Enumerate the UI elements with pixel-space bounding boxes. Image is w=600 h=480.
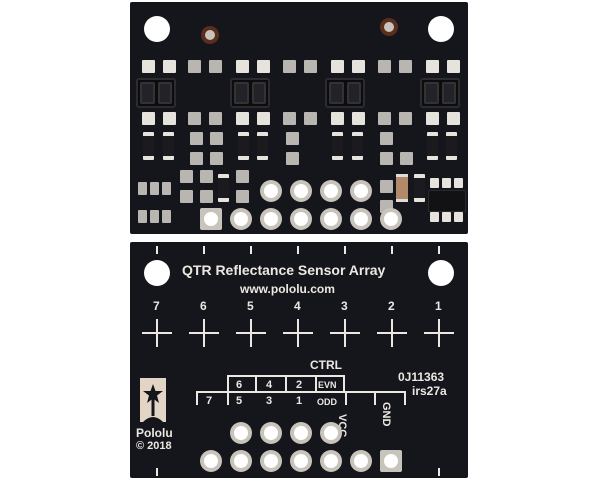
mounting-hole-left — [144, 260, 170, 286]
board-title: QTR Reflectance Sensor Array — [182, 262, 386, 278]
star-tree-icon — [143, 384, 163, 422]
pin-label-1: 1 — [296, 395, 303, 407]
pololu-logo — [140, 378, 166, 422]
via-left — [201, 26, 219, 44]
capacitor — [396, 174, 408, 202]
channel-5: 5 — [247, 299, 254, 313]
channel-6: 6 — [200, 299, 207, 313]
resistor — [238, 132, 249, 160]
resistor — [446, 132, 457, 160]
pin-label-5: 5 — [236, 395, 243, 407]
resistor — [218, 174, 229, 202]
resistor — [143, 132, 154, 160]
pin-label-evn: EVN — [318, 380, 337, 390]
pin-label-2: 2 — [296, 379, 303, 391]
resistor — [163, 132, 174, 160]
pin-label-6: 6 — [236, 379, 243, 391]
reflectance-sensor — [136, 78, 176, 108]
resistor — [414, 174, 425, 202]
resistor — [427, 132, 438, 160]
channel-2: 2 — [388, 299, 395, 313]
mounting-hole-left — [144, 16, 170, 42]
channel-1: 1 — [435, 299, 442, 313]
pin-label-odd: ODD — [317, 397, 337, 407]
resistor — [257, 132, 268, 160]
reflectance-sensor — [420, 78, 460, 108]
transistor-ic — [428, 190, 466, 212]
via-right — [380, 18, 398, 36]
board-url: www.pololu.com — [240, 282, 335, 296]
pin-label-gnd: GND — [380, 402, 392, 427]
copyright: © 2018 — [136, 440, 172, 452]
ctrl-label: CTRL — [310, 358, 342, 372]
pcb-top-view — [130, 2, 468, 234]
mounting-hole-right — [428, 260, 454, 286]
part-number: 0J11363 — [398, 370, 445, 384]
resistor — [352, 132, 363, 160]
pin-label-7: 7 — [206, 395, 213, 407]
reflectance-sensor — [230, 78, 270, 108]
resistor — [332, 132, 343, 160]
pin-label-3: 3 — [266, 395, 273, 407]
channel-7: 7 — [153, 299, 160, 313]
mounting-hole-right — [428, 16, 454, 42]
pcb-bottom-view: QTR Reflectance Sensor Array www.pololu.… — [130, 242, 468, 478]
channel-3: 3 — [341, 299, 348, 313]
channel-4: 4 — [294, 299, 301, 313]
pin-label-4: 4 — [266, 379, 273, 391]
revision: irs27a — [412, 384, 447, 398]
reflectance-sensor — [325, 78, 365, 108]
brand-name: Pololu — [136, 426, 173, 440]
